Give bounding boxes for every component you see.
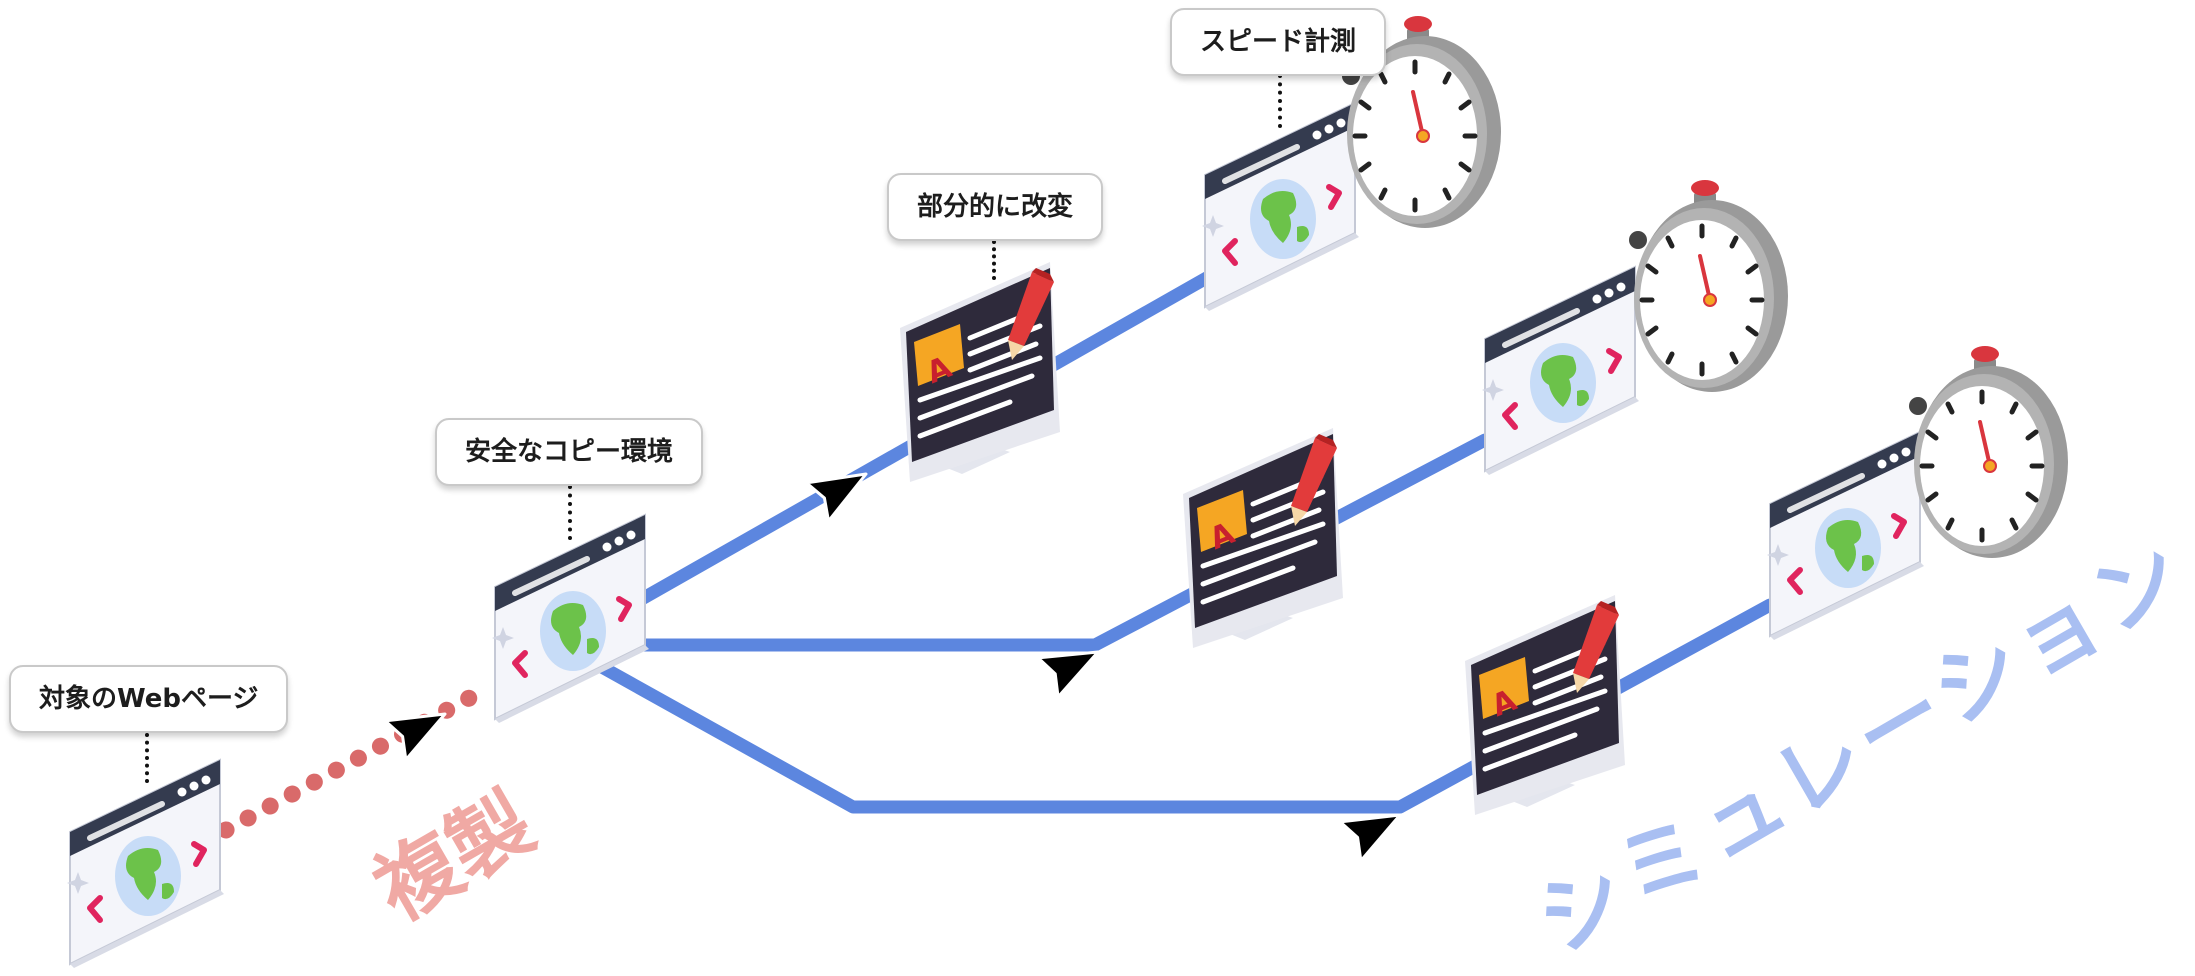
browser-icon-top <box>1202 103 1359 311</box>
stopwatch-icon-middle <box>1629 180 1788 392</box>
browser-icon-bottom <box>1767 432 1924 640</box>
browser-icon-copy <box>492 515 649 723</box>
flow-line-middle <box>633 433 1492 652</box>
callout-tail-modify <box>992 240 996 280</box>
callout-partial-modify: 部分的に改変 <box>887 173 1104 241</box>
browser-icon-target <box>67 760 224 968</box>
callout-safe-copy: 安全なコピー環境 <box>435 418 704 486</box>
browser-icon-middle <box>1482 267 1639 475</box>
callout-tail-copy <box>568 485 572 540</box>
monitor-icon-bottom <box>1465 595 1625 815</box>
letter-badges: A A A <box>922 350 1522 724</box>
callout-target-page: 対象のWebページ <box>9 665 289 733</box>
monitor-icon-middle <box>1183 428 1343 648</box>
stopwatch-icon-bottom <box>1909 346 2068 558</box>
callout-speed-measure: スピード計測 <box>1170 8 1387 76</box>
monitor-icon-top <box>900 262 1060 482</box>
callout-tail-target <box>145 733 149 783</box>
callout-tail-speed <box>1278 74 1282 128</box>
